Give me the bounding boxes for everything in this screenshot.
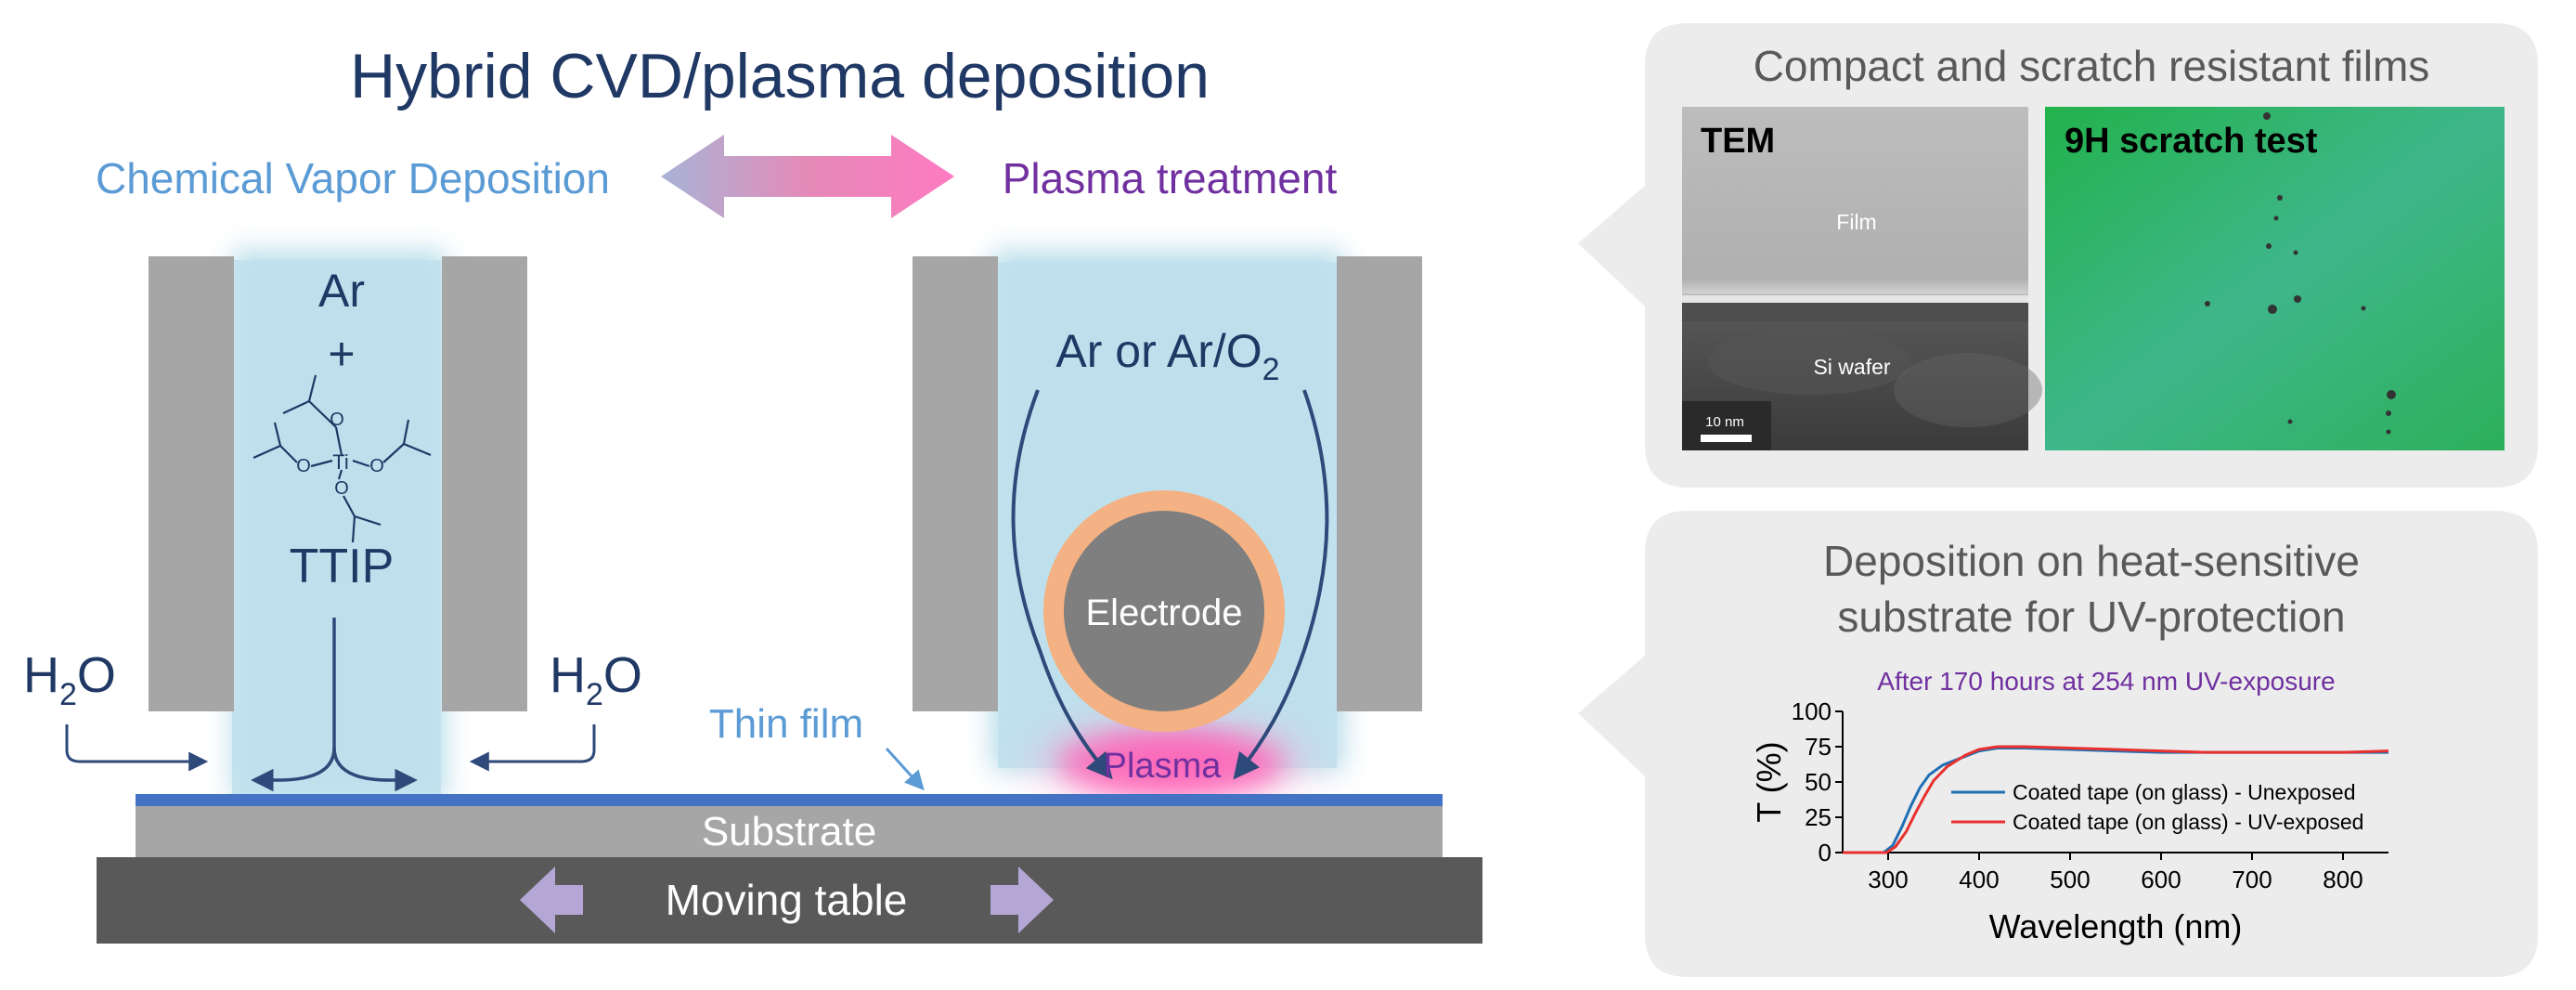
panel-top-title: Compact and scratch resistant films <box>1754 42 2430 90</box>
chart-x-tick-label: 700 <box>2232 866 2272 893</box>
chart-x-axis-label: Wavelength (nm) <box>1989 907 2243 945</box>
cvd-wall-right <box>442 256 527 711</box>
tem-film-label: Film <box>1836 210 1876 234</box>
thin-film-label: Thin film <box>709 701 863 747</box>
chart-subtitle: After 170 hours at 254 nm UV-exposure <box>1877 667 2335 696</box>
chart-y-tick-label: 75 <box>1805 733 1832 761</box>
thin-film-layer <box>136 794 1443 806</box>
cvd-plus-text: + <box>328 328 355 380</box>
chart-y-axis-label: T (%) <box>1750 741 1788 822</box>
ttip-oxygen-bottom: O <box>334 478 349 499</box>
chart-series-line-2 <box>1843 745 2389 854</box>
chart-x-tick-label: 300 <box>1868 866 1908 893</box>
plasma-gas-label: Ar or Ar/O2 <box>1055 325 1279 387</box>
ttip-label: TTIP <box>290 540 395 593</box>
panel-bottom-title-line1: Deposition on heat-sensitive <box>1823 537 2360 585</box>
tem-scale-label: 10 nm <box>1705 414 1744 430</box>
tem-scale-bar <box>1701 435 1752 442</box>
chart-legend-label: Coated tape (on glass) - Unexposed <box>2013 780 2356 804</box>
substrate-label: Substrate <box>702 809 876 854</box>
chart-y-tick-label: 25 <box>1805 803 1832 831</box>
substrate-layer <box>136 806 1443 857</box>
double-arrow-icon <box>661 135 954 218</box>
ttip-ti-atom: Ti <box>332 450 349 474</box>
table-left-arrow-icon <box>520 866 583 933</box>
electrode-label: Electrode <box>1086 593 1243 633</box>
plasma-wall-right <box>1337 256 1422 711</box>
electrode-core <box>1064 511 1264 711</box>
chart-y-tick-label: 0 <box>1819 839 1832 866</box>
thin-film-pointer-icon <box>885 747 925 791</box>
chart-y-tick-label: 100 <box>1792 697 1832 725</box>
transmittance-chart: After 170 hours at 254 nm UV-exposure 0 25… <box>1750 667 2389 945</box>
ttip-oxygen-right: O <box>369 456 384 476</box>
plasma-label: Plasma <box>1104 747 1223 786</box>
panel-bottom-title-line2: substrate for UV-protection <box>1837 593 2345 641</box>
ttip-oxygen-top: O <box>330 410 344 430</box>
chart-y-tick-label: 50 <box>1805 768 1832 796</box>
tem-image <box>1682 107 2042 450</box>
scratch-test-label: 9H scratch test <box>2065 122 2318 161</box>
plasma-flow-arrow-icon <box>1011 389 1329 780</box>
chart-x-tick-label: 800 <box>2323 866 2362 893</box>
diagram-title: Hybrid CVD/plasma deposition <box>350 41 1210 111</box>
scratch-specks <box>2205 112 2396 435</box>
h2o-left-label: H2O <box>23 647 116 712</box>
tem-scale-box <box>1682 401 1771 450</box>
tem-wafer-label: Si wafer <box>1813 355 1890 379</box>
chart-x-tick-label: 400 <box>1959 866 1999 893</box>
cvd-ar-text: Ar <box>318 265 365 317</box>
plasma-treatment-label: Plasma treatment <box>1003 154 1338 202</box>
tem-label: TEM <box>1701 122 1775 161</box>
moving-table <box>97 857 1482 944</box>
h2o-right-arrow-icon <box>469 724 596 772</box>
chart-legend-label: Coated tape (on glass) - UV-exposed <box>2013 810 2363 834</box>
table-right-arrow-icon <box>990 866 1054 933</box>
scratch-test-image <box>2045 107 2505 450</box>
panel-bottom-callout <box>1578 511 2538 977</box>
moving-table-label: Moving table <box>666 876 908 924</box>
chart-x-tick-label: 500 <box>2050 866 2090 893</box>
cvd-label: Chemical Vapor Deposition <box>96 154 610 202</box>
h2o-left-arrow-icon <box>65 724 209 772</box>
cvd-wall-left <box>149 256 234 711</box>
cvd-flow-arrow-icon <box>251 618 418 792</box>
ttip-oxygen-left: O <box>296 456 311 476</box>
h2o-right-label: H2O <box>550 647 642 712</box>
chart-x-tick-label: 600 <box>2141 866 2181 893</box>
plasma-wall-left <box>913 256 998 711</box>
ttip-molecule-icon <box>252 374 432 543</box>
